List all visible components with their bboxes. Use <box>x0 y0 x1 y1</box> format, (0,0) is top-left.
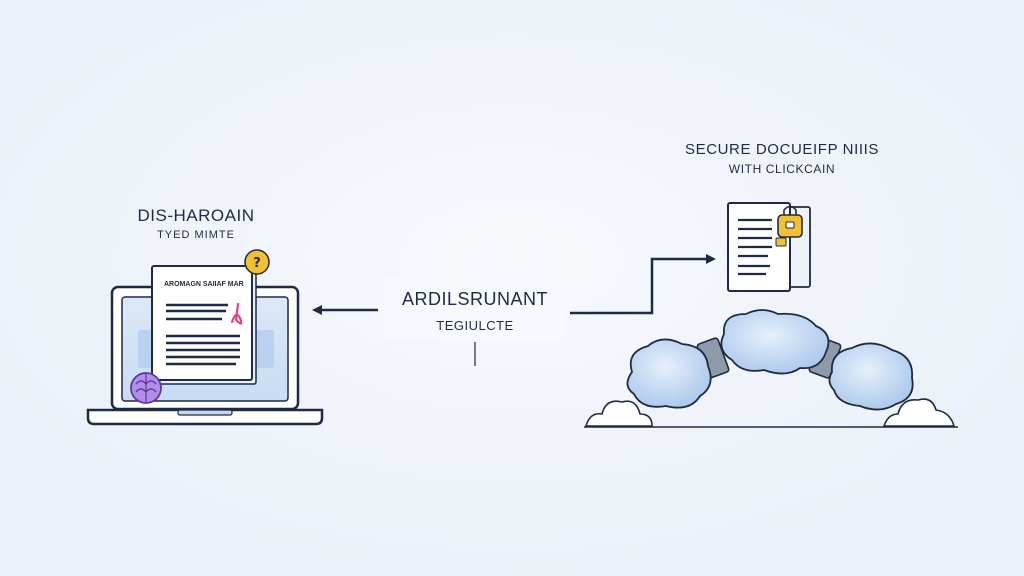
left-node-title: DIS-HAROAIN <box>137 206 255 225</box>
brain-icon <box>130 372 162 404</box>
blockchain-block-left <box>626 338 712 409</box>
lock-icon <box>775 205 803 247</box>
right-node-subtitle: WITH CLICKCAIN <box>728 162 836 176</box>
cloud-icon <box>584 400 653 427</box>
question-badge-icon: ? <box>244 249 270 275</box>
document-header-text: AROMAGN SAIIAF MARANTS <box>164 281 244 288</box>
blockchain-block-right <box>828 342 914 411</box>
blockchain-block-center <box>720 309 830 375</box>
document-icon <box>151 265 257 385</box>
right-node-title: SECURE DOCUEIFP NIIIS <box>684 141 880 158</box>
blockchain-icon <box>626 309 914 411</box>
center-node-sublabel: TEGIULCTE <box>436 318 514 333</box>
annotation-mark <box>230 302 243 325</box>
arrow-to-document <box>570 254 716 315</box>
arrow-to-laptop <box>312 305 378 315</box>
svg-text:?: ? <box>253 256 261 271</box>
center-node-box <box>384 278 564 340</box>
center-node-label: ARDILSRUNANT <box>401 289 549 309</box>
left-node-subtitle: TYED MIMTE <box>157 229 235 241</box>
cloud-icon-right <box>882 398 956 427</box>
